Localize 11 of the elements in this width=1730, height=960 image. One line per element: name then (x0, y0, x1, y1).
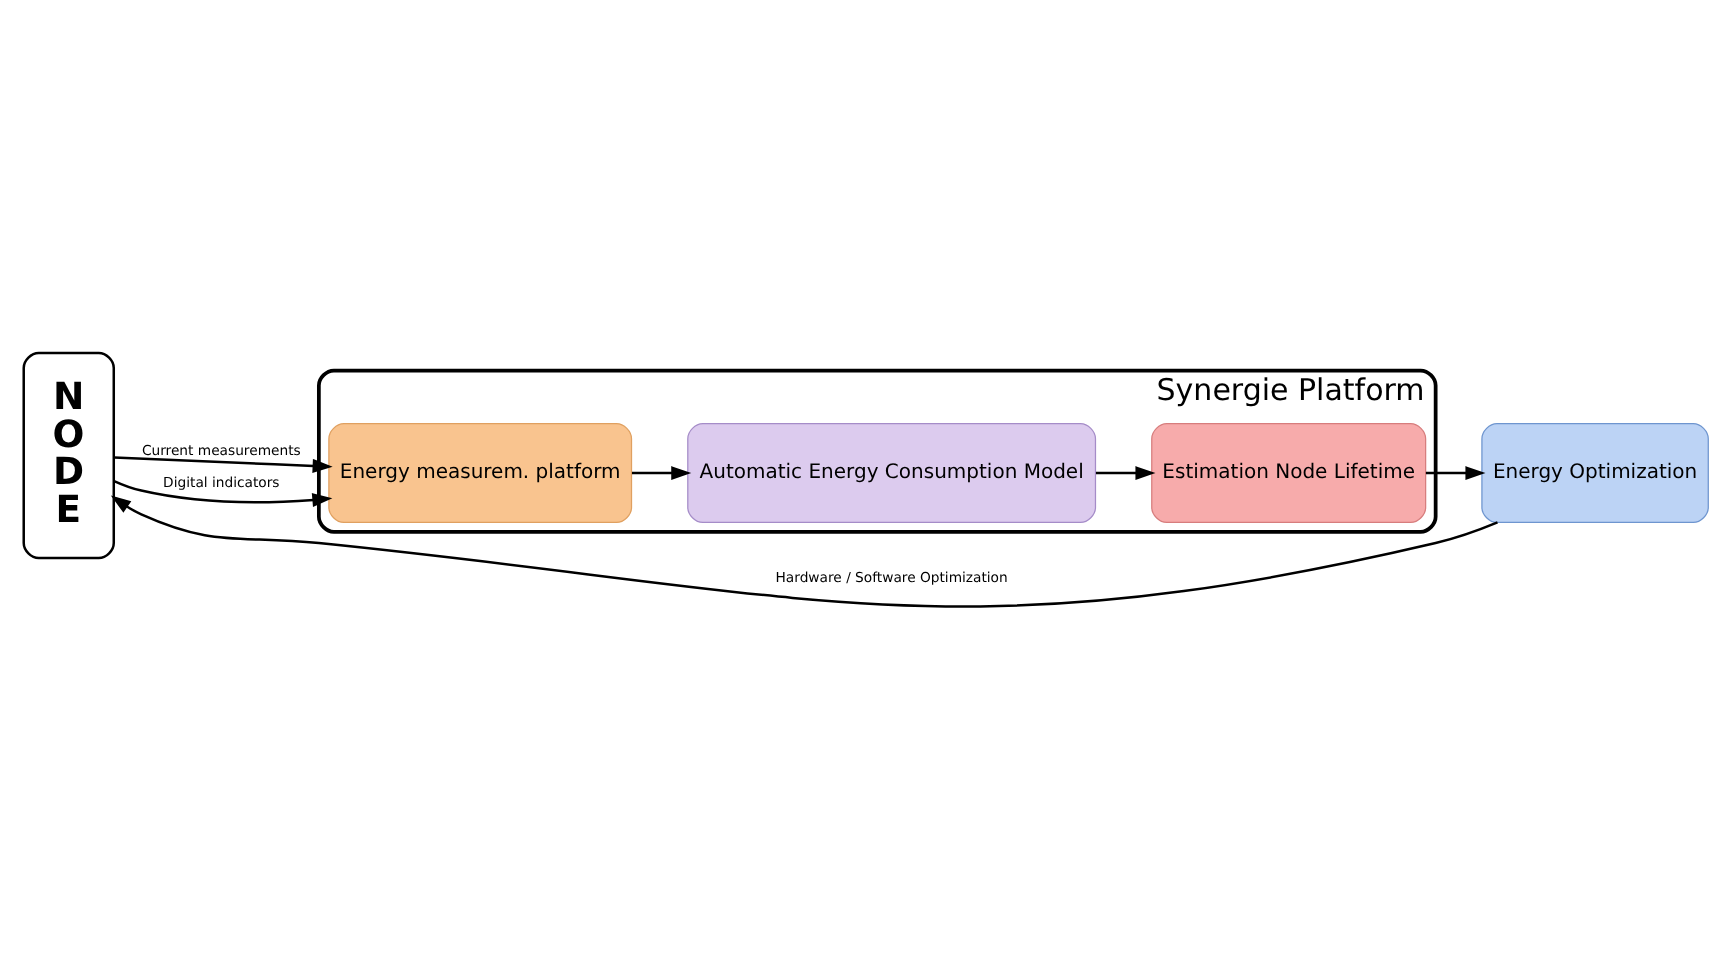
arrow (113, 456, 332, 473)
arrow (1094, 466, 1155, 481)
arrow (1424, 466, 1485, 481)
arrow (631, 466, 691, 481)
node-box: Energy Optimization (1480, 423, 1708, 524)
node-box: Energy measurem. platform (327, 423, 632, 524)
arrow (112, 479, 332, 507)
node-box: Estimation Node Lifetime (1150, 423, 1426, 524)
node-box: Automatic Energy Consumption Model (686, 423, 1096, 524)
node-box: NODE (21, 351, 114, 560)
arrow (109, 495, 1497, 608)
